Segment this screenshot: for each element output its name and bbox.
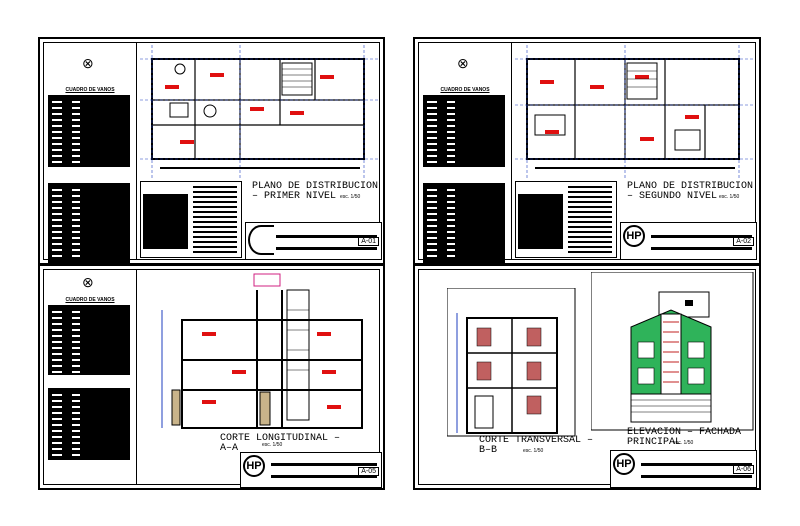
sheet-a02-frame — [418, 42, 756, 260]
title-line-2: – SEGUNDO NIVEL — [627, 191, 718, 202]
title-line-1: ELEVACION – FACHADA — [627, 427, 742, 438]
sheet-a06: CORTE TRANSVERSAL – B–B esc. 1/50 ELEVAC… — [413, 264, 761, 490]
sheet-a06-title-section: CORTE TRANSVERSAL – B–B — [479, 436, 593, 456]
vanos-table-2 — [423, 183, 505, 263]
sheet-a06-title-facade: ELEVACION – FACHADA PRINCIPAL — [627, 428, 741, 448]
sheet-a01-legend — [140, 181, 242, 258]
sheet-a05: ⊗ CUADRO DE VANOS CORTE LONGITUDINAL – A… — [38, 264, 385, 490]
north-arrow-icon: ⊗ — [82, 55, 94, 71]
sheet-a05-scale: esc. 1/50 — [262, 442, 283, 448]
sheet-a06-scale-section: esc. 1/50 — [523, 448, 544, 454]
logo: HP — [623, 225, 645, 247]
sheet-a02-scale: esc. 1/50 — [719, 194, 740, 200]
sheet-a02-legend — [515, 181, 617, 258]
sheet-number: A-05 — [358, 467, 379, 476]
floorplan-level1 — [140, 45, 380, 180]
sheet-number: A-06 — [733, 465, 754, 474]
title-line-2: A–A — [220, 443, 239, 454]
sheet-a01: ⊗ CUADRO DE VANOS PLANO DE DISTRIBUCION … — [38, 37, 385, 265]
sheet-a02-title: PLANO DE DISTRIBUCION – SEGUNDO NIVEL — [627, 182, 753, 202]
logo: HP — [243, 455, 265, 477]
vanos-table — [48, 95, 130, 167]
sheet-a06-titleblock: HP A-06 — [610, 450, 757, 488]
vanos-table-2 — [48, 183, 130, 263]
floorplan-level2 — [515, 45, 755, 180]
title-line-1: CORTE LONGITUDINAL – — [220, 433, 341, 444]
title-line-3: CORTE TRANSVERSAL – — [479, 435, 594, 446]
sheet-a06-scale-facade: esc. 1/50 — [673, 440, 694, 446]
sheet-a05-titleblock: HP A-05 — [240, 452, 382, 488]
section-transversal — [447, 288, 576, 437]
north-arrow-icon: ⊗ — [457, 55, 469, 71]
sheet-number: A-01 — [358, 237, 379, 246]
title-line-4: B–B — [479, 445, 498, 456]
sheet-a01-titleblock: A-01 — [245, 222, 382, 260]
sheet-a02-sidebar: ⊗ CUADRO DE VANOS — [419, 43, 512, 263]
title-line-2: – PRIMER NIVEL — [252, 191, 337, 202]
title-line-1: PLANO DE DISTRIBUCION — [252, 181, 379, 192]
sheet-a02-titleblock: HP A-02 — [620, 222, 757, 260]
facade-elevation — [591, 272, 754, 431]
vanos-table-label: CUADRO DE VANOS — [65, 87, 115, 93]
section-longitudinal — [161, 273, 363, 429]
vanos-table — [423, 95, 505, 167]
sheet-a05-frame — [43, 269, 380, 485]
sheet-a01-scale: esc. 1/50 — [340, 194, 361, 200]
vanos-table-label: CUADRO DE VANOS — [65, 297, 115, 303]
sheet-a01-frame — [43, 42, 380, 260]
title-line-1: PLANO DE DISTRIBUCION — [627, 181, 754, 192]
sheet-a02: ⊗ CUADRO DE VANOS PLANO DE DISTRIBUCION … — [413, 37, 761, 265]
title-line-2: PRINCIPAL — [627, 437, 682, 448]
sheet-a01-sidebar: ⊗ CUADRO DE VANOS — [44, 43, 137, 263]
sheet-a01-title: PLANO DE DISTRIBUCION – PRIMER NIVEL — [252, 182, 378, 202]
sheet-a05-title: CORTE LONGITUDINAL – A–A — [220, 434, 340, 454]
logo: HP — [613, 453, 635, 475]
vanos-table — [48, 305, 130, 375]
vanos-table-2 — [48, 388, 130, 460]
north-arrow-icon: ⊗ — [82, 274, 94, 290]
vanos-table-label: CUADRO DE VANOS — [440, 87, 490, 93]
sheet-number: A-02 — [733, 237, 754, 246]
sheet-a06-frame — [418, 269, 756, 485]
sheet-a05-sidebar: ⊗ CUADRO DE VANOS — [44, 270, 137, 484]
